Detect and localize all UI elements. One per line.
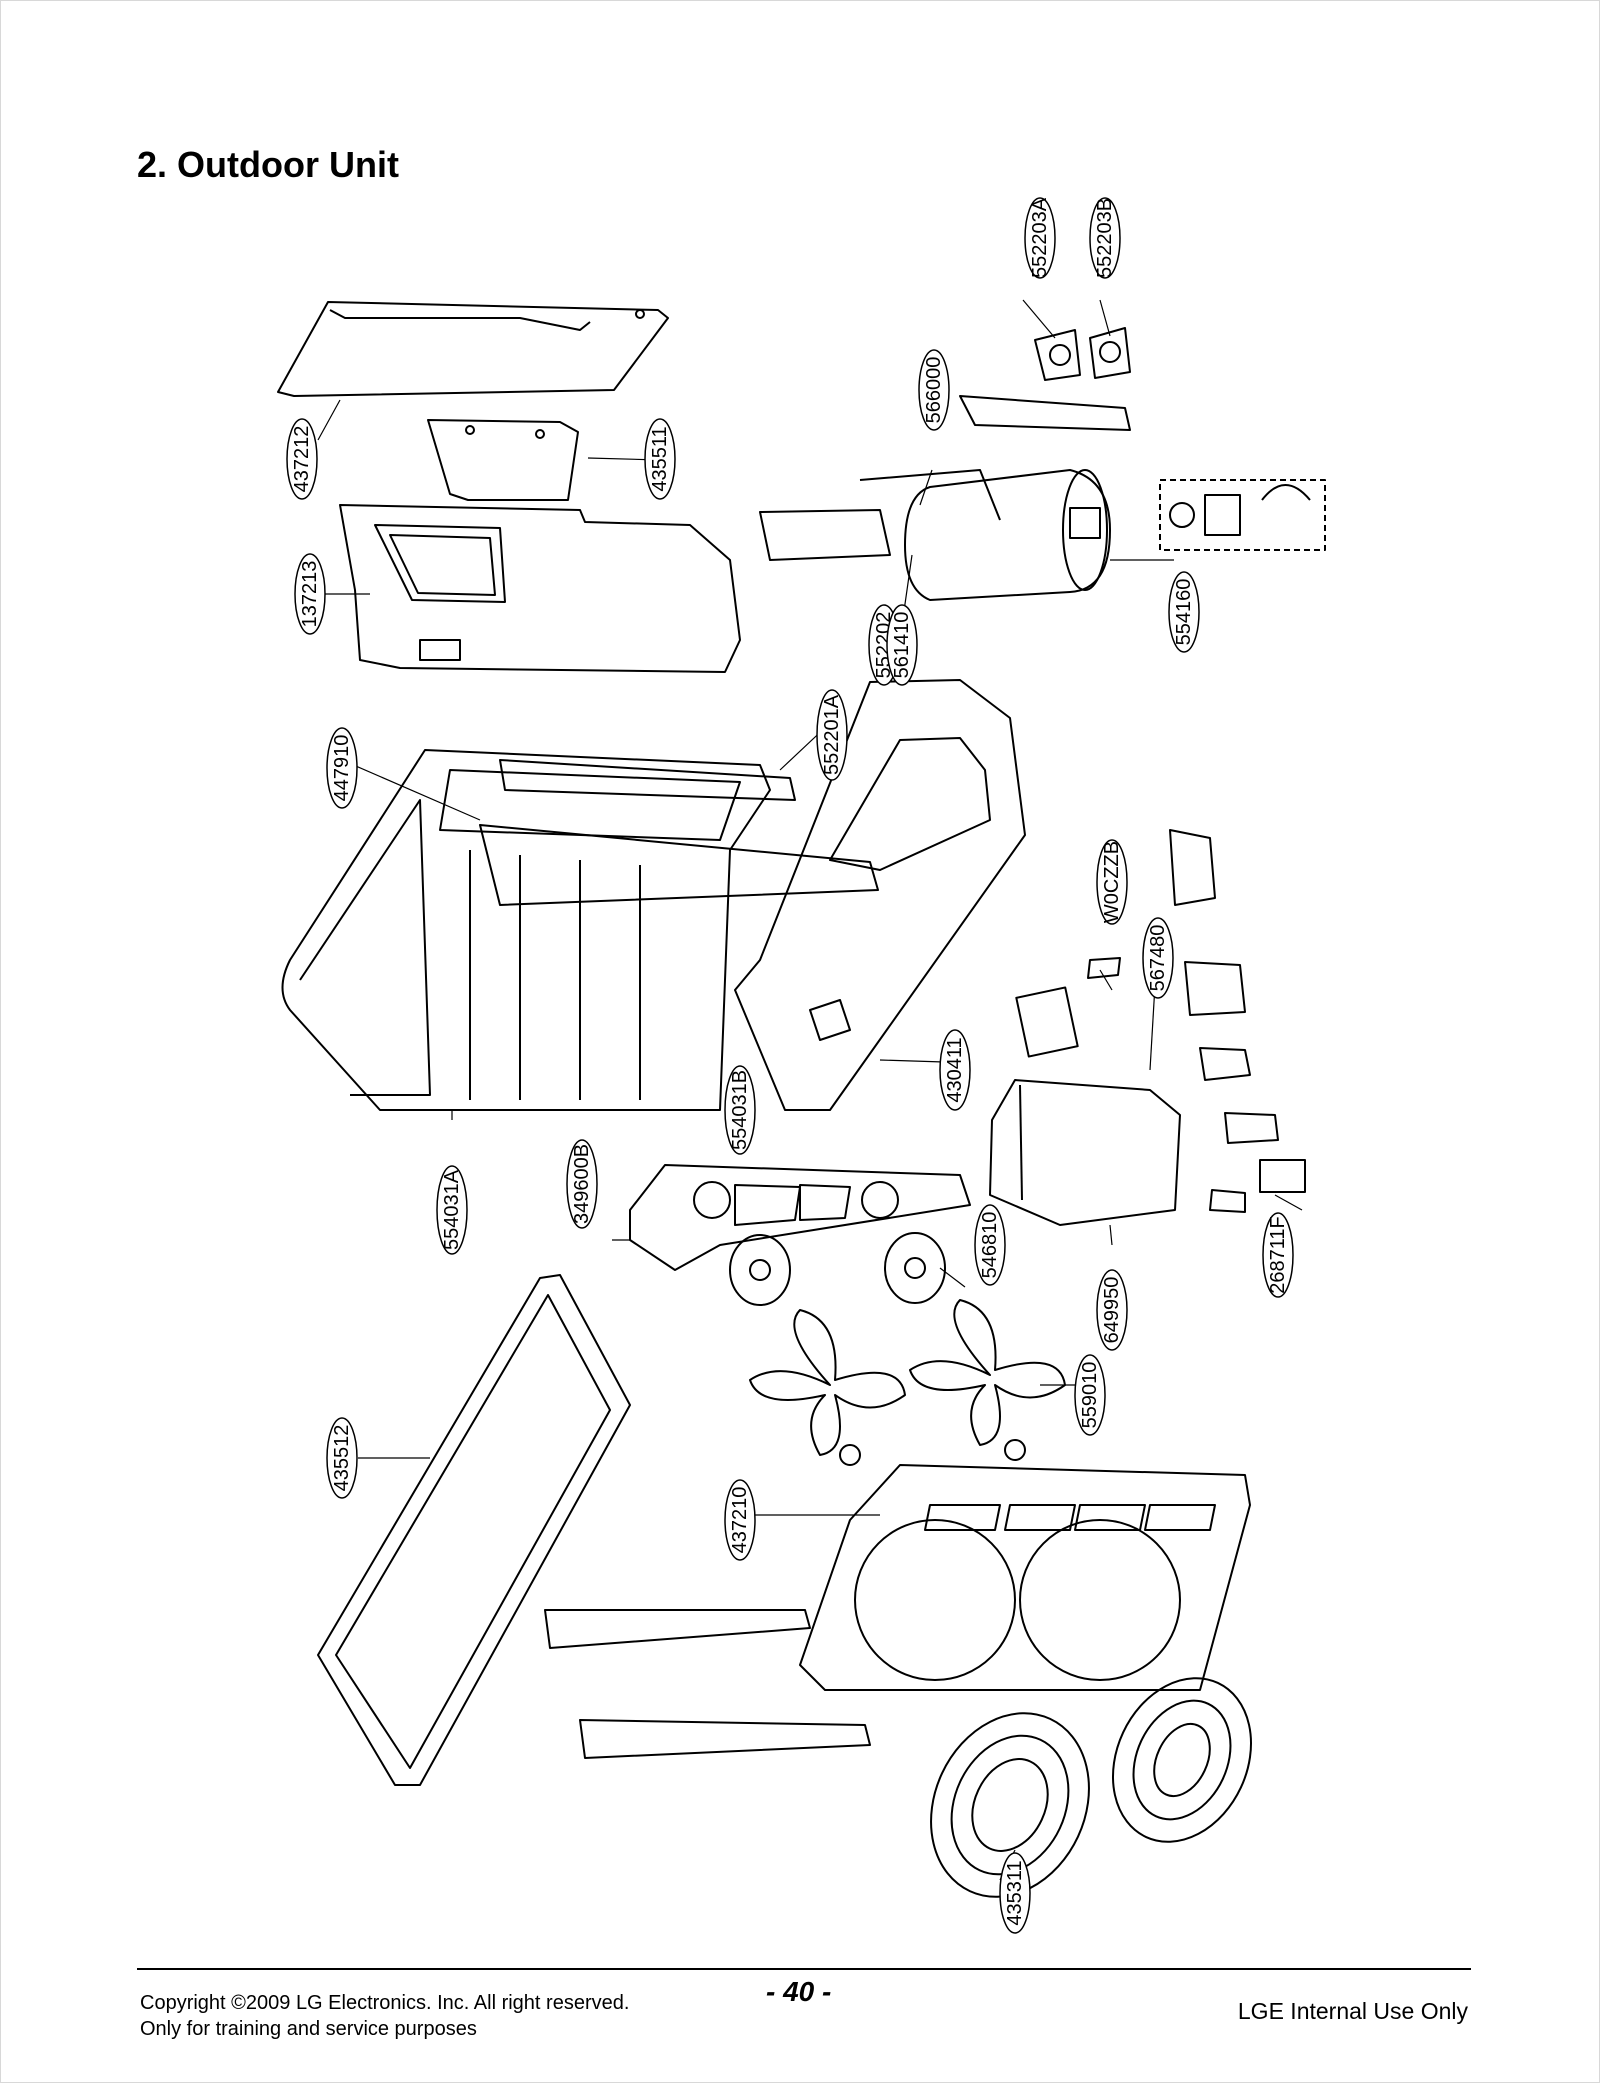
- lower-rails: [544, 1609, 871, 1759]
- part-label: 430411: [944, 1037, 966, 1102]
- control-box-cover: [339, 504, 741, 673]
- part-label: 349600B: [571, 1144, 593, 1224]
- page-title: 2. Outdoor Unit: [137, 144, 399, 185]
- part-label: 552203A: [1029, 197, 1051, 278]
- part-label: 552203B: [1094, 198, 1116, 278]
- part-label: 268711F: [1267, 1216, 1289, 1293]
- fan-blades: [749, 1299, 1066, 1466]
- condenser-coil: [281, 749, 879, 1111]
- front-panel-frame: [317, 1274, 631, 1786]
- part-label: 546810: [979, 1212, 1001, 1279]
- part-label: 435512: [331, 1425, 353, 1492]
- compressor-assembly: [759, 395, 1326, 601]
- part-label: W0CZZB: [1101, 841, 1123, 923]
- copyright-line-1: Copyright ©2009 LG Electronics. Inc. All…: [140, 1992, 630, 2014]
- part-label: 649950: [1101, 1277, 1123, 1344]
- internal-use-note: LGE Internal Use Only: [1237, 1998, 1468, 2024]
- footer-rule: [137, 1968, 1471, 1970]
- fan-orifice-panel: [799, 1464, 1251, 1691]
- copyright-notice: Copyright ©2009 LG Electronics. Inc. All…: [140, 1990, 629, 2042]
- fan-motors: [729, 1232, 946, 1306]
- part-label: 435311: [1004, 1860, 1026, 1925]
- part-label: 435511: [649, 426, 671, 491]
- small-bracket-plate: [427, 419, 579, 501]
- motor-mount-bracket: [629, 1164, 971, 1271]
- part-label: 559010: [1079, 1362, 1101, 1429]
- part-label: 552201A: [821, 694, 843, 775]
- copyright-line-2: Only for training and service purposes: [140, 2018, 477, 2040]
- top-cover-plate: [277, 301, 669, 397]
- part-label: 566000: [923, 357, 945, 424]
- part-label: 554160: [1173, 579, 1195, 646]
- part-label: 437210: [729, 1487, 751, 1554]
- part-label: 561410: [891, 612, 913, 679]
- part-label: 554031B: [729, 1070, 751, 1150]
- base-pan: [734, 679, 1026, 1111]
- service-valves: [1034, 327, 1131, 381]
- part-label: 437212: [291, 426, 313, 493]
- fan-guards: [930, 1677, 1252, 1898]
- part-label: 567480: [1147, 925, 1169, 992]
- part-label: 447910: [331, 735, 353, 802]
- control-box: [989, 829, 1306, 1226]
- part-label: 554031A: [441, 1169, 463, 1250]
- page-number: - 40 -: [766, 1976, 832, 2007]
- part-label: 137213: [299, 561, 321, 628]
